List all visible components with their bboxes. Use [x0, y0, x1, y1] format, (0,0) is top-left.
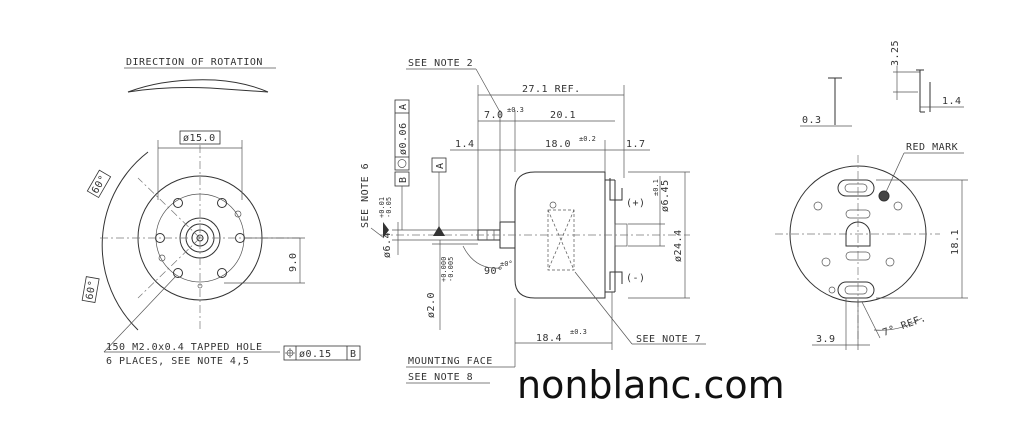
d64-tol-dn: -0.05 — [385, 197, 393, 218]
note2-leader — [475, 68, 501, 113]
rotation-arrow-upper — [127, 79, 269, 93]
ang90-label: 90° — [484, 266, 504, 277]
ang90-tol: ±0° — [500, 260, 513, 268]
datum-a-triangle — [433, 226, 445, 236]
position-frame: ø0.15 B — [283, 345, 361, 361]
side-view: SEE NOTE 2 27.1 REF. 7.0 ±0.3 — [360, 58, 706, 384]
d64-label: ø6.4 — [382, 232, 393, 258]
datum-b-label: B — [398, 176, 409, 183]
eighteen4-label: 18.4 — [536, 333, 562, 344]
tapped-hole-line1: 150 M2.0x0.4 TAPPED HOLE — [106, 342, 263, 353]
tapped-hole-leader — [103, 275, 177, 353]
datum-a-label: A — [435, 162, 446, 169]
vent-hole — [893, 201, 903, 211]
mounting-hole — [173, 198, 183, 208]
vent-hole — [158, 254, 166, 262]
see-note-8-label: SEE NOTE 8 — [408, 372, 473, 383]
runout-frame: ø0.06 A — [394, 99, 410, 171]
d645-label: ø6.45 — [660, 179, 671, 212]
seven-ref-arc — [873, 317, 923, 331]
runout-symbol-icon — [397, 159, 407, 168]
ang60-top-box — [86, 169, 112, 199]
see-note-2-label: SEE NOTE 2 — [408, 58, 473, 69]
one4-label: 1.4 — [455, 139, 475, 150]
red-mark-leader — [885, 152, 905, 193]
terminal-plus — [609, 178, 623, 201]
seven-tol: ±0.3 — [507, 106, 524, 114]
mounting-hole — [173, 268, 183, 278]
see-note-7-label: SEE NOTE 7 — [636, 334, 701, 345]
mounting-hole — [217, 268, 227, 278]
rotation-arrow-lower — [127, 87, 269, 93]
tapped-hole-line2: 6 PLACES, SEE NOTE 4,5 — [106, 356, 249, 367]
direction-of-rotation-label: DIRECTION OF ROTATION — [126, 57, 263, 68]
mounting-face-label: MOUNTING FACE — [408, 356, 493, 367]
ref27-label: 27.1 REF. — [522, 84, 581, 95]
front-view: DIRECTION OF ROTATION — [81, 57, 361, 367]
vent-hole — [813, 201, 823, 211]
terminal-minus — [609, 271, 623, 290]
minus-terminal-label: (-) — [626, 273, 646, 284]
seven-ref-label: 7° REF. — [881, 313, 928, 339]
eighteen4-tol: ±0.3 — [570, 328, 587, 336]
runout-tolerance: ø0.06 — [398, 122, 409, 155]
outer-arc — [101, 151, 149, 331]
see-note-6-label: SEE NOTE 6 — [360, 163, 371, 228]
note7-leader — [574, 271, 633, 345]
d20-tol-up: +0.000 — [440, 257, 448, 282]
d64-tol-up: +0.01 — [378, 197, 386, 218]
one4b-label: 1.4 — [942, 96, 962, 107]
eighteen1-label: 18.1 — [950, 229, 961, 255]
internal-magnet-outline — [547, 209, 575, 271]
mounting-hole — [217, 198, 227, 208]
one7-label: 1.7 — [626, 139, 646, 150]
d20-label: ø2.0 — [426, 292, 437, 318]
three25-label: 3.25 — [890, 40, 901, 66]
datum-b-triangle — [383, 222, 389, 238]
plus-terminal-label: (+) — [626, 198, 646, 209]
vent-hole — [828, 286, 836, 294]
rear-view: 3.25 1.4 0.3 RED MARK — [775, 40, 968, 350]
angle-line-bottom — [137, 237, 201, 299]
d15-box — [179, 130, 221, 145]
angle-line-top — [137, 177, 201, 239]
nine-label: 9.0 — [288, 252, 299, 272]
three9-label: 3.9 — [816, 334, 836, 345]
zero3-label: 0.3 — [802, 115, 822, 126]
red-mark-dot — [878, 190, 890, 202]
terminal-slot-top — [837, 179, 875, 197]
runout-datum: A — [398, 103, 409, 110]
ang90-arc — [462, 245, 501, 269]
eighteen-label: 18.0 — [545, 139, 571, 150]
brand-watermark: nonblanc.com — [517, 363, 785, 407]
twenty-label: 20.1 — [550, 110, 576, 121]
d645-tol: ±0.1 — [652, 179, 660, 196]
seven-label: 7.0 — [484, 110, 504, 121]
terminal-slot-bottom — [837, 281, 875, 299]
eighteen-tol: ±0.2 — [579, 135, 596, 143]
d244-label: ø24.4 — [673, 229, 684, 262]
d20-tol-dn: -0.005 — [447, 257, 455, 282]
vent-hole — [234, 210, 242, 218]
red-mark-label: RED MARK — [906, 142, 958, 153]
vent-hole — [821, 257, 831, 267]
bearing-boss — [845, 221, 871, 247]
d15-label: ø15.0 — [183, 133, 216, 144]
ang60-bot-label: 60° — [84, 279, 98, 300]
position-tolerance: ø0.15 — [299, 349, 332, 360]
position-datum: B — [350, 349, 357, 360]
ang60-bot-box — [81, 276, 100, 303]
vent-hole — [885, 257, 895, 267]
motor-can — [514, 171, 606, 299]
